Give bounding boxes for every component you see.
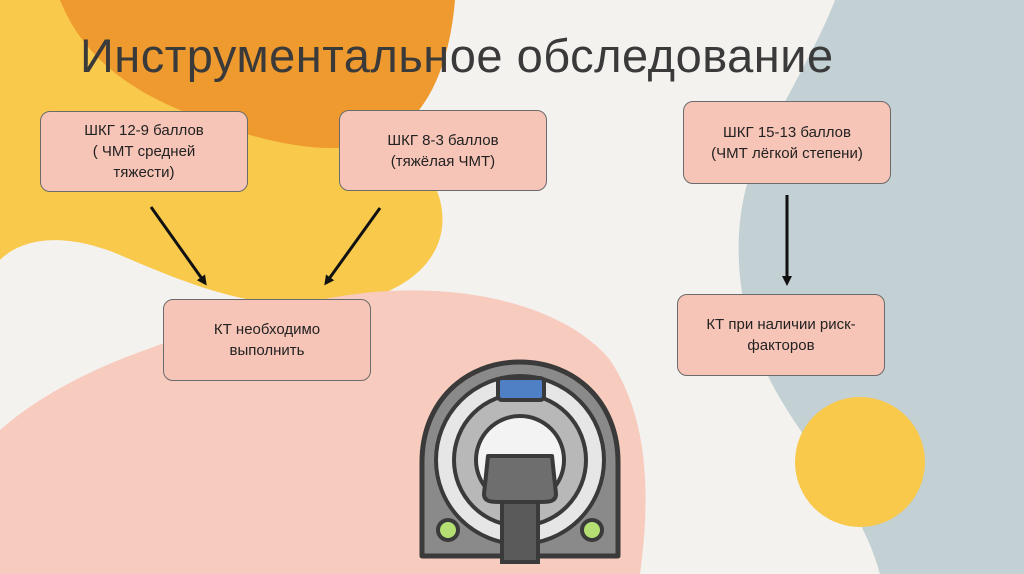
node-mild-tbi-label: ШКГ 15-13 баллов (ЧМТ лёгкой степени) [711,123,863,162]
slide-title: Инструментальное обследование [80,29,834,82]
node-ct-required: КТ необходимо выполнить [163,299,371,381]
node-ct-required-label: КТ необходимо выполнить [213,321,321,359]
node-moderate-tbi: ШКГ 12-9 баллов ( ЧМТ средней тяжести) [40,111,248,192]
node-ct-risk-factors-label: КТ при наличии риск- факторов [706,316,856,354]
ct-scanner-icon [419,359,621,564]
node-ct-risk-factors: КТ при наличии риск- факторов [677,294,885,376]
node-severe-tbi: ШКГ 8-3 баллов (тяжёлая ЧМТ) [339,110,547,191]
node-moderate-tbi-label: ШКГ 12-9 баллов ( ЧМТ средней тяжести) [84,122,204,181]
node-mild-tbi: ШКГ 15-13 баллов (ЧМТ лёгкой степени) [683,101,891,184]
node-severe-tbi-label: ШКГ 8-3 баллов (тяжёлая ЧМТ) [387,131,499,170]
yellow-circle [795,397,925,527]
